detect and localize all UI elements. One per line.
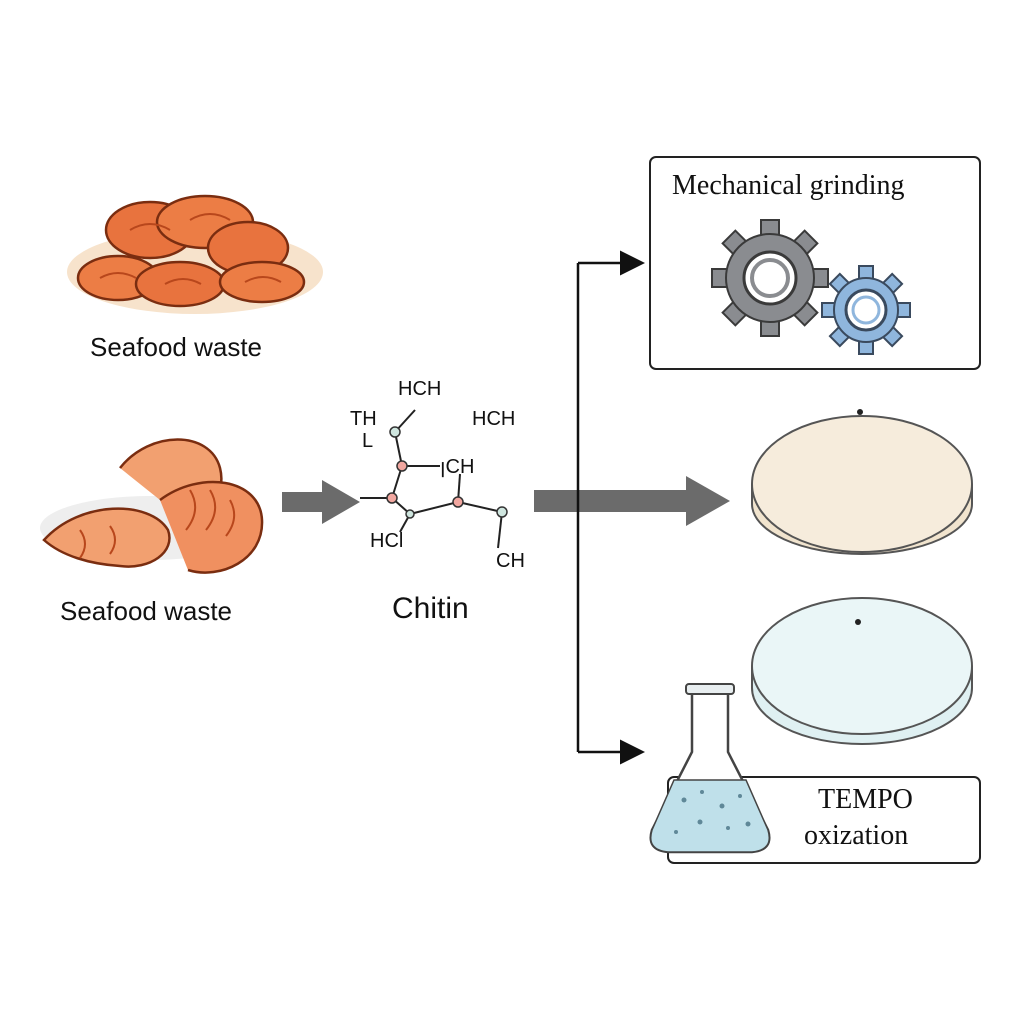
- chitin-label: Chitin: [392, 592, 469, 625]
- shrimp-pile-icon: [67, 194, 323, 314]
- gear-icon: [711, 219, 829, 337]
- chem-group-label: L: [362, 430, 374, 452]
- chem-group-label: CH: [496, 550, 525, 572]
- film-disc-icon: [751, 409, 973, 555]
- chitin-atoms: [386, 426, 508, 519]
- branch-connector: [576, 250, 645, 765]
- small-gear-icon: [821, 265, 911, 355]
- arrow-to-chitin: [282, 480, 360, 524]
- chem-group-label: HCH: [398, 378, 442, 400]
- film-disc-icon: [751, 597, 973, 745]
- chem-group-label: TH: [350, 408, 377, 430]
- mechanical-grinding-label: Mechanical grinding: [672, 170, 905, 201]
- chem-group-label: HCH: [472, 408, 516, 430]
- chem-group-label: HCl: [370, 530, 404, 552]
- oxidation-label: oxization: [804, 820, 909, 851]
- shrimp-icon: [40, 438, 264, 574]
- flask-icon: [649, 683, 771, 854]
- seafood-waste-label-top: Seafood waste: [90, 332, 263, 362]
- arrow-to-products: [534, 476, 730, 526]
- chem-group-label: ꞁCH: [440, 456, 475, 478]
- seafood-waste-label-bottom: Seafood waste: [60, 596, 233, 626]
- tempo-label: TEMPO: [818, 784, 913, 815]
